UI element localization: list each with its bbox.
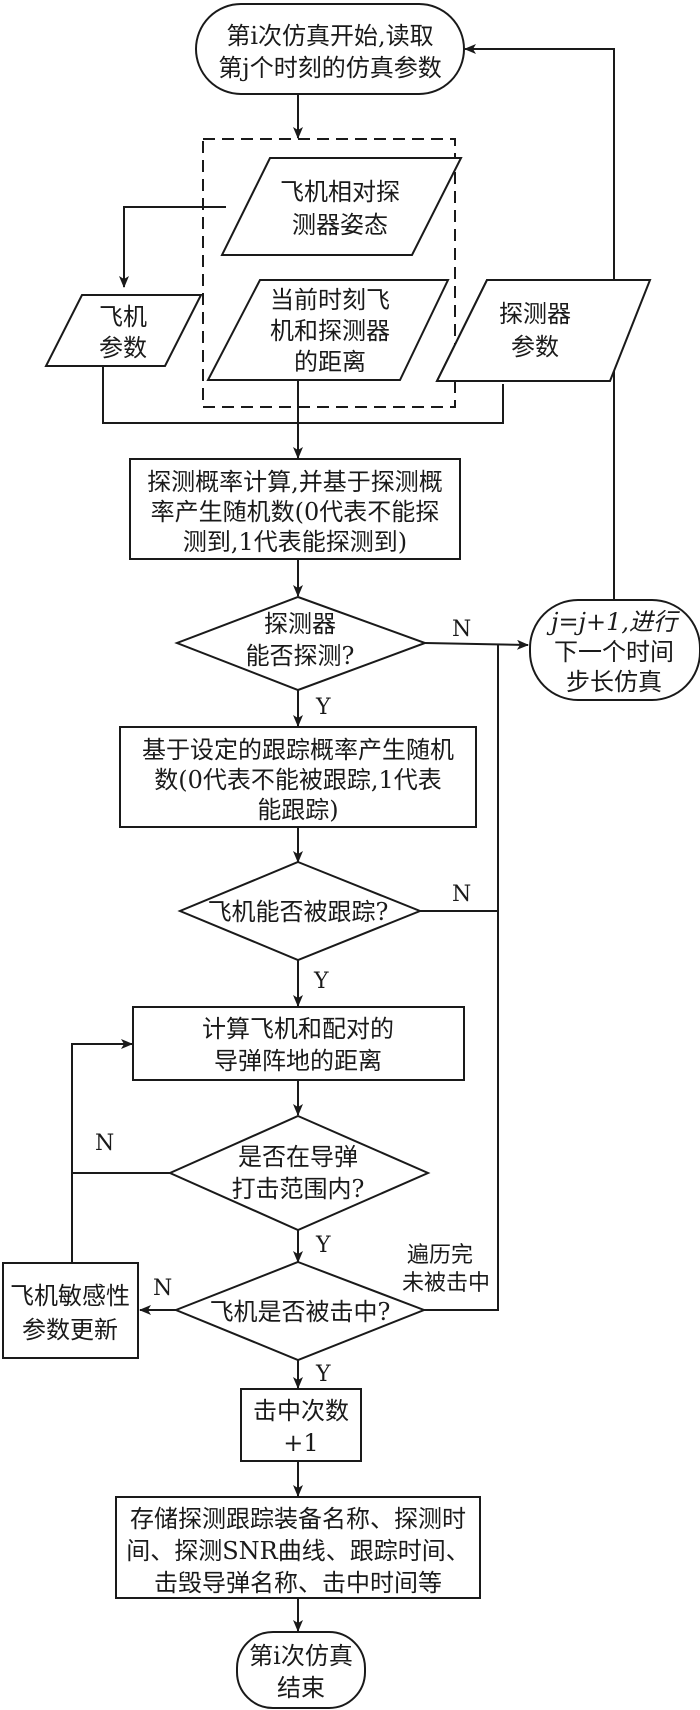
node-distance: 当前时刻飞 机和探测器 的距离 (206, 279, 450, 381)
node-can-track: 飞机能否被跟踪? (177, 860, 423, 962)
node-missile-distance: 计算飞机和配对的 导弹阵地的距离 (132, 1006, 465, 1081)
node-start-line-1: 第i次仿真开始,读取 (226, 22, 433, 50)
node-next-step-line-1: j=j+1,进行 (546, 608, 680, 636)
node-end-line-2: 结束 (277, 1674, 325, 1702)
node-aircraft-params-line-2: 参数 (99, 334, 147, 362)
node-distance-line-3: 的距离 (294, 348, 366, 376)
node-end-line-1: 第i次仿真 (249, 1642, 353, 1670)
node-aircraft-params-line-1: 飞机 (99, 303, 147, 331)
node-detect-calc: 探测概率计算,并基于探测概 率产生随机数(0代表不能探 测到,1代表能探测到) (129, 458, 461, 560)
edge-attitude-to-aircraft-params (119, 206, 226, 288)
node-missile-distance-line-2: 导弹阵地的距离 (214, 1047, 382, 1075)
node-track-random-line-3: 能跟踪) (257, 796, 338, 824)
node-sensitivity-update-line-2: 参数更新 (22, 1316, 118, 1344)
node-is-hit: 飞机是否被击中? (173, 1260, 427, 1362)
label-track-yes: Y (313, 969, 329, 994)
node-distance-line-2: 机和探测器 (270, 317, 390, 345)
node-aircraft-params: 飞机 参数 (44, 294, 203, 367)
node-can-detect-line-2: 能否探测? (246, 642, 355, 670)
label-traversed-line-1: 遍历完 (407, 1243, 473, 1268)
node-detect-calc-line-2: 率产生随机数(0代表不能探 (151, 498, 440, 526)
node-in-range-line-1: 是否在导弹 (238, 1143, 358, 1171)
label-traversed-line-2: 未被击中 (402, 1271, 490, 1296)
label-range-yes: Y (315, 1233, 331, 1258)
node-track-random-line-2: 数(0代表不能被跟踪,1代表 (154, 766, 442, 794)
node-next-step-line-2: 下一个时间 (554, 638, 674, 666)
simulation-state-group (202, 138, 456, 408)
edge-labels: N Y N Y N Y N Y 遍历完 未被击中 (95, 617, 490, 1387)
edge-next-step-to-start (464, 44, 615, 600)
node-track-random-line-1: 基于设定的跟踪概率产生随机 (142, 736, 454, 764)
node-sensitivity-update: 飞机敏感性 参数更新 (2, 1262, 139, 1359)
node-store-line-1: 存储探测跟踪装备名称、探测时 (130, 1505, 466, 1533)
node-is-hit-line-1: 飞机是否被击中? (210, 1298, 391, 1326)
label-detect-yes: Y (315, 695, 331, 720)
node-missile-distance-line-1: 计算飞机和配对的 (202, 1015, 394, 1043)
node-can-detect-line-1: 探测器 (264, 610, 336, 638)
node-next-step: j=j+1,进行 下一个时间 步长仿真 (529, 599, 700, 701)
node-can-track-line-1: 飞机能否被跟踪? (208, 898, 389, 926)
label-range-no: N (95, 1131, 114, 1156)
connectors (71, 44, 615, 1632)
node-end: 第i次仿真 结束 (236, 1631, 366, 1709)
node-store-line-2: 间、探测SNR曲线、跟踪时间、 (126, 1537, 470, 1565)
edge-sensitivity-to-missile-distance (71, 1039, 133, 1263)
node-track-random: 基于设定的跟踪概率产生随机 数(0代表不能被跟踪,1代表 能跟踪) (119, 726, 477, 828)
node-detect-calc-line-1: 探测概率计算,并基于探测概 (147, 468, 443, 496)
node-detector-params: 探测器 参数 (435, 279, 652, 382)
node-can-detect: 探测器 能否探测? (174, 595, 428, 692)
edge-params-merge (102, 367, 504, 424)
label-hit-yes: Y (315, 1362, 331, 1387)
node-aircraft-attitude-line-2: 测器姿态 (292, 211, 388, 239)
node-detector-params-line-1: 探测器 (499, 300, 571, 328)
node-in-range-line-2: 打击范围内? (232, 1175, 365, 1203)
node-start: 第i次仿真开始,读取 第j个时刻的仿真参数 (195, 3, 465, 95)
node-hit-count: 击中次数 +1 (240, 1388, 362, 1462)
node-store: 存储探测跟踪装备名称、探测时 间、探测SNR曲线、跟踪时间、 击毁导弹名称、击中… (115, 1496, 481, 1599)
node-sensitivity-update-line-1: 飞机敏感性 (10, 1282, 130, 1310)
node-aircraft-attitude-line-1: 飞机相对探 (280, 178, 400, 206)
label-track-no: N (452, 882, 471, 907)
label-hit-no: N (153, 1276, 172, 1301)
node-next-step-line-3: 步长仿真 (566, 668, 662, 696)
node-hit-count-line-1: 击中次数 (253, 1397, 349, 1425)
node-aircraft-attitude: 飞机相对探 测器姿态 (220, 157, 463, 256)
node-hit-count-line-2: +1 (283, 1429, 318, 1457)
label-detect-no: N (452, 617, 471, 642)
node-detect-calc-line-3: 测到,1代表能探测到) (183, 528, 407, 556)
node-store-line-3: 击毁导弹名称、击中时间等 (154, 1569, 442, 1597)
node-distance-line-1: 当前时刻飞 (270, 286, 390, 314)
edge-detect-no (424, 639, 529, 650)
edge-right-collector (420, 645, 499, 1311)
node-start-line-2: 第j个时刻的仿真参数 (218, 54, 441, 82)
node-in-range: 是否在导弹 打击范围内? (167, 1114, 431, 1232)
node-detector-params-line-2: 参数 (511, 333, 559, 361)
